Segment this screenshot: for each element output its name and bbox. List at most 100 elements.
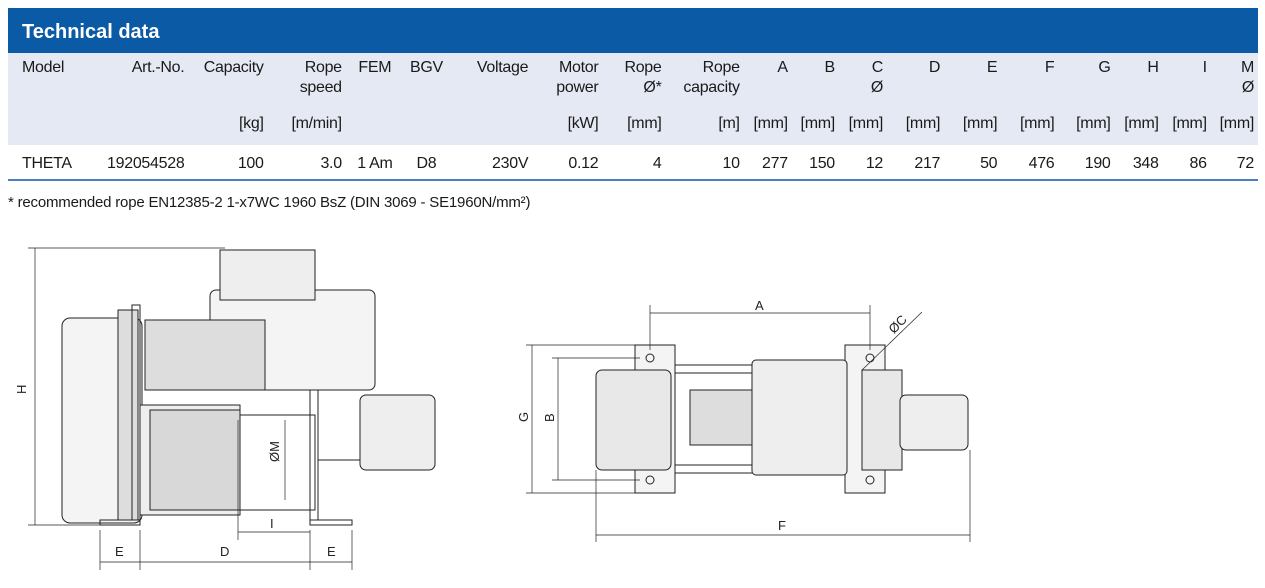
table-cell: 348	[1132, 155, 1159, 172]
dim-label-m: ØM	[267, 441, 282, 462]
dim-label-a: A	[755, 298, 764, 313]
table-cell: 192054528	[107, 155, 185, 172]
table-cell: 50	[980, 155, 998, 172]
footnote: * recommended rope EN12385-2 1-x7WC 1960…	[8, 194, 531, 211]
column-header-sublabel: Ø	[870, 79, 884, 96]
column-header: Model	[8, 53, 95, 113]
table-cell: 230V	[492, 155, 529, 172]
table-cell: 72	[1236, 155, 1255, 172]
table-cell: 4	[652, 155, 662, 172]
table-cell: 100	[237, 155, 264, 172]
column-unit: [kW]	[567, 115, 599, 132]
table-cell: 3.0	[320, 155, 342, 172]
column-unit: [m/min]	[291, 115, 342, 132]
table-cell: 86	[1189, 155, 1208, 172]
column-unit: [mm]	[1076, 115, 1111, 132]
column-header-sublabel: capacity	[683, 79, 740, 96]
column-header-label: FEM	[358, 59, 392, 76]
dim-label-e-right: E	[327, 544, 336, 559]
dim-label-b: B	[542, 413, 557, 422]
table-cell: 0.12	[568, 155, 599, 172]
column-header-sublabel: speed	[299, 79, 342, 96]
column-header-label: BGV	[410, 59, 443, 76]
column-unit	[449, 113, 532, 145]
column-unit: [mm]	[905, 115, 941, 132]
dim-label-d: D	[220, 544, 229, 559]
column-header: B	[792, 53, 839, 113]
table-cell: 190	[1084, 155, 1111, 172]
column-header: BGV	[404, 53, 449, 113]
column-unit: [mm]	[800, 115, 836, 132]
column-header: H	[1115, 53, 1163, 113]
table-cell: THETA	[22, 155, 72, 172]
dimension-drawings: H E D I E ØM A ØC G B F	[14, 247, 971, 570]
column-header: I	[1163, 53, 1211, 113]
column-header-label: Capacity	[203, 59, 264, 76]
column-header-sublabel: power	[556, 79, 599, 96]
top-view-drawing	[526, 305, 971, 542]
column-header: G	[1058, 53, 1114, 113]
column-unit: [mm]	[627, 115, 662, 132]
column-header-label: H	[1147, 59, 1159, 76]
column-unit: [mm]	[1219, 115, 1255, 132]
column-header: FEM	[346, 53, 404, 113]
column-header: F	[1001, 53, 1058, 113]
column-header-sublabel: Ø	[1241, 79, 1254, 96]
column-unit	[346, 113, 404, 145]
column-header-label: Model	[22, 59, 65, 76]
column-unit	[404, 113, 449, 145]
column-header-label: C	[871, 59, 884, 76]
column-unit	[95, 113, 188, 145]
column-header: Art.-No.	[95, 53, 188, 113]
column-header-label: F	[1044, 59, 1055, 76]
dim-label-e-left: E	[115, 544, 124, 559]
column-header-label: M	[1240, 59, 1254, 76]
column-unit: [mm]	[848, 115, 884, 132]
column-header: Capacity	[188, 53, 267, 113]
column-unit: [m]	[718, 115, 740, 132]
table-cell: 476	[1028, 155, 1055, 172]
column-header-label: Rope	[304, 59, 342, 76]
column-header-label: B	[824, 59, 836, 76]
column-unit: [kg]	[239, 115, 264, 132]
column-unit: [mm]	[753, 115, 788, 132]
table-cell: 150	[809, 155, 835, 172]
column-header: Rope capacity	[666, 53, 744, 113]
dim-label-c: ØC	[885, 312, 909, 336]
table-cell: 12	[865, 155, 884, 172]
column-unit: [mm]	[1172, 115, 1207, 132]
column-header-label: Voltage	[476, 59, 529, 76]
column-header-label: Rope	[702, 59, 740, 76]
column-unit: [mm]	[1124, 115, 1159, 132]
column-header-label: E	[986, 59, 998, 76]
column-header-label: Art.-No.	[131, 59, 185, 76]
column-header-label: I	[1202, 59, 1207, 76]
column-header-label: Rope	[624, 59, 662, 76]
column-header-label: A	[777, 59, 788, 76]
table-cell: 10	[722, 155, 740, 172]
dim-label-g: G	[516, 412, 531, 422]
column-header: Voltage	[449, 53, 532, 113]
table-cell: 1 Am	[357, 155, 393, 172]
side-view-drawing	[28, 247, 436, 570]
dim-label-h: H	[14, 385, 29, 394]
column-unit: [mm]	[1020, 115, 1055, 132]
column-unit: [mm]	[962, 115, 998, 132]
unit-row: [kg] [m/min] [kW] [mm] [m] [mm] [mm] [mm] [mm] [m…	[8, 113, 1258, 145]
column-unit	[8, 113, 95, 145]
column-header: Rope speed	[268, 53, 346, 113]
section-title: Technical data	[8, 8, 1258, 53]
column-header: E	[944, 53, 1001, 113]
column-header: A	[744, 53, 792, 113]
column-header: D	[887, 53, 944, 113]
table-cell: D8	[416, 155, 437, 172]
table-bottom-rule	[8, 179, 1258, 181]
dim-label-i: I	[270, 516, 274, 531]
